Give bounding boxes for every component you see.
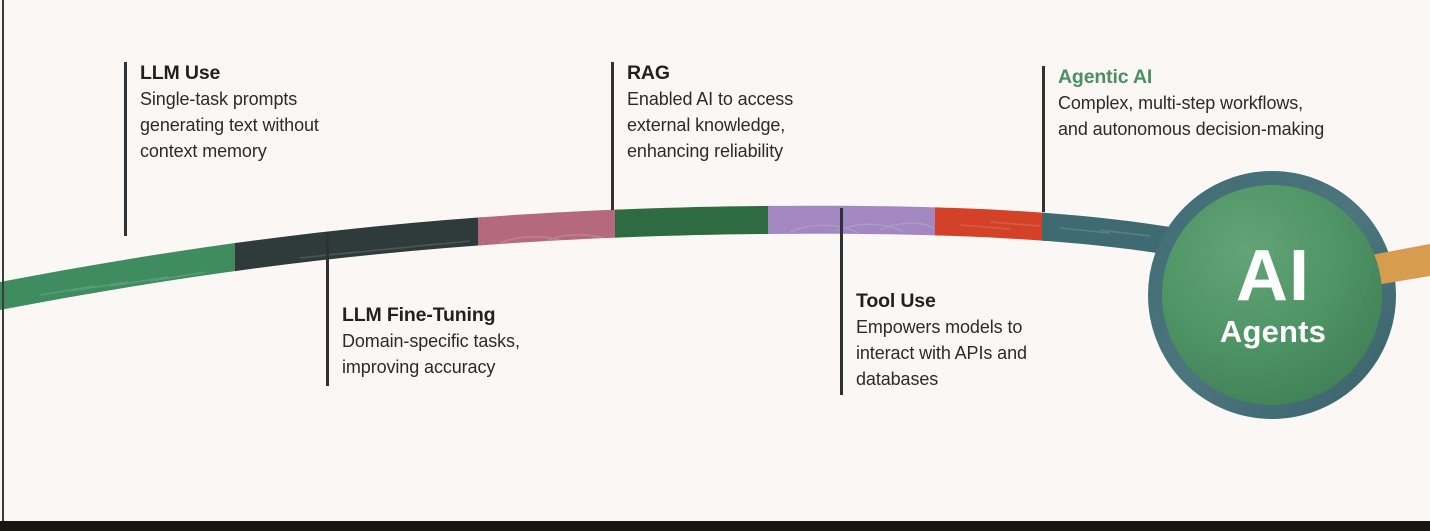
callout-llm-use[interactable]: LLM Use Single-task prompts generating t…: [124, 62, 414, 236]
callout-text-llm-fine-tuning: LLM Fine-Tuning Domain-specific tasks, i…: [329, 232, 616, 386]
callout-title-agentic-ai: Agentic AI: [1058, 66, 1153, 88]
callout-title-llm-use: LLM Use: [140, 62, 221, 84]
callout-text-agentic-ai: Agentic AI Complex, multi-step workflows…: [1045, 66, 1412, 212]
callout-title-rag: RAG: [627, 62, 670, 84]
callout-text-rag: RAG Enabled AI to access external knowle…: [614, 62, 891, 210]
callout-rule-llm-use: [124, 62, 127, 236]
callout-body-llm-use: Single-task prompts generating text with…: [140, 89, 319, 161]
callout-text-llm-use: LLM Use Single-task prompts generating t…: [127, 62, 414, 236]
frame-left-border: [2, 0, 4, 531]
callout-body-llm-fine-tuning: Domain-specific tasks, improving accurac…: [342, 331, 520, 377]
node-ring: [1148, 171, 1396, 419]
callout-agentic-ai[interactable]: Agentic AI Complex, multi-step workflows…: [1042, 66, 1412, 212]
ai-agents-sphere[interactable]: [1162, 185, 1382, 405]
callout-text-tool-use: Tool Use Empowers models to interact wit…: [843, 208, 1120, 395]
callout-body-agentic-ai: Complex, multi-step workflows, and auton…: [1058, 93, 1325, 139]
callout-rag[interactable]: RAG Enabled AI to access external knowle…: [611, 62, 891, 210]
frame-bottom-bar: [0, 521, 1430, 531]
callout-rule-agentic-ai: [1042, 66, 1045, 212]
callout-body-tool-use: Empowers models to interact with APIs an…: [856, 317, 1027, 389]
callout-title-tool-use: Tool Use: [856, 290, 936, 312]
callout-body-rag: Enabled AI to access external knowledge,…: [627, 89, 794, 161]
callout-title-llm-fine-tuning: LLM Fine-Tuning: [342, 304, 496, 326]
callout-rule-llm-fine-tuning: [326, 232, 329, 386]
ribbon-segment-rag: [615, 205, 772, 310]
callout-rule-tool-use: [840, 208, 843, 395]
callout-rule-rag: [611, 62, 614, 210]
callout-llm-fine-tuning[interactable]: LLM Fine-Tuning Domain-specific tasks, i…: [326, 232, 616, 386]
callout-tool-use[interactable]: Tool Use Empowers models to interact wit…: [840, 208, 1120, 395]
